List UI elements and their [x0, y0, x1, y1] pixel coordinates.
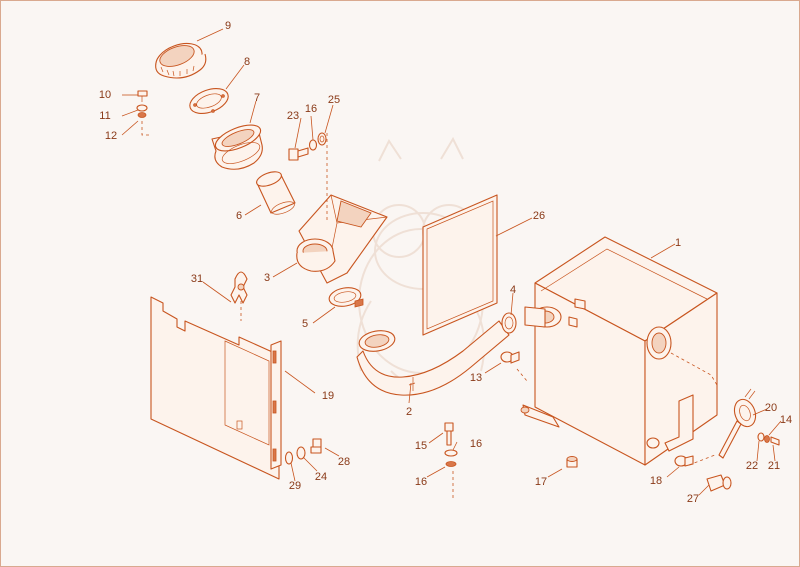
part-10-bolt [137, 90, 148, 102]
callout-18: 17 [535, 476, 547, 488]
part-19-fitting [674, 455, 694, 467]
part-30-washer [284, 451, 294, 465]
callout-21: 20 [765, 402, 777, 414]
part-6-tube-sleeve [256, 171, 296, 215]
part-4-clamp [501, 312, 517, 334]
callout-23: 22 [746, 460, 758, 472]
part-24-bolt [288, 147, 309, 161]
part-20-heat-shield [150, 296, 282, 480]
callout-1: 1 [675, 237, 681, 249]
part-9-filler-cap [155, 42, 207, 79]
callout-16-top: 16 [305, 103, 317, 115]
leader-lines [121, 28, 782, 496]
callout-11: 11 [99, 110, 110, 122]
part-25-washer [296, 446, 306, 460]
part-16-washer-top [308, 139, 318, 151]
part-29-bolt [310, 438, 322, 454]
callout-22: 21 [768, 460, 780, 472]
part-21-level-sender [718, 388, 757, 459]
callout-26: 25 [328, 94, 340, 106]
callout-20: 19 [322, 390, 334, 402]
callout-6: 6 [236, 210, 242, 222]
callout-4: 4 [510, 284, 516, 296]
callout-16-bottom: 16 [470, 438, 482, 450]
part-2-filler-hose [356, 320, 510, 396]
callout-27: 26 [533, 210, 545, 222]
callout-30: 29 [289, 480, 301, 492]
part-1-fuel-tank [520, 236, 718, 466]
part-13-fitting [500, 351, 520, 364]
callout-17: 16 [415, 476, 427, 488]
part-16-washer-bottom [444, 449, 458, 457]
part-27-plate [422, 194, 498, 336]
callout-31: 31 [191, 273, 203, 285]
callout-12: 12 [105, 130, 117, 142]
callout-15: 15 [415, 440, 427, 452]
callout-25: 24 [315, 471, 327, 483]
callout-10: 10 [99, 89, 111, 101]
assembly-lines [141, 121, 718, 499]
part-7-filler-neck [211, 124, 263, 170]
part-12-nut [137, 112, 147, 118]
callout-7: 7 [254, 92, 260, 104]
part-28-elbow-fitting [706, 474, 732, 492]
callout-24: 23 [287, 110, 299, 122]
callout-13: 13 [470, 372, 482, 384]
callout-28: 27 [687, 493, 699, 505]
part-15-screw [444, 422, 454, 446]
part-23-washer [757, 432, 765, 442]
callout-29: 28 [338, 456, 350, 468]
callout-9: 9 [225, 20, 231, 32]
part-18-drain-plug [566, 456, 578, 468]
part-3-filler-adapter [296, 194, 388, 284]
callout-14: 14 [780, 414, 792, 426]
part-8-gasket [189, 88, 229, 114]
part-31-clip [230, 271, 248, 304]
callout-5: 5 [302, 318, 308, 330]
callout-2: 2 [406, 406, 412, 418]
callout-labels: 9 8 7 10 11 12 23 16 25 6 3 5 31 19 26 1… [99, 20, 792, 505]
callout-19: 18 [650, 475, 662, 487]
part-11-washer [136, 104, 148, 112]
callout-3: 3 [264, 272, 270, 284]
part-22-screw [770, 436, 780, 446]
part-26-nut [317, 132, 327, 146]
callout-8: 8 [244, 56, 250, 68]
part-5-hose-clamp [328, 287, 364, 308]
part-14-screw [764, 435, 770, 443]
part-17-nut [445, 461, 457, 467]
